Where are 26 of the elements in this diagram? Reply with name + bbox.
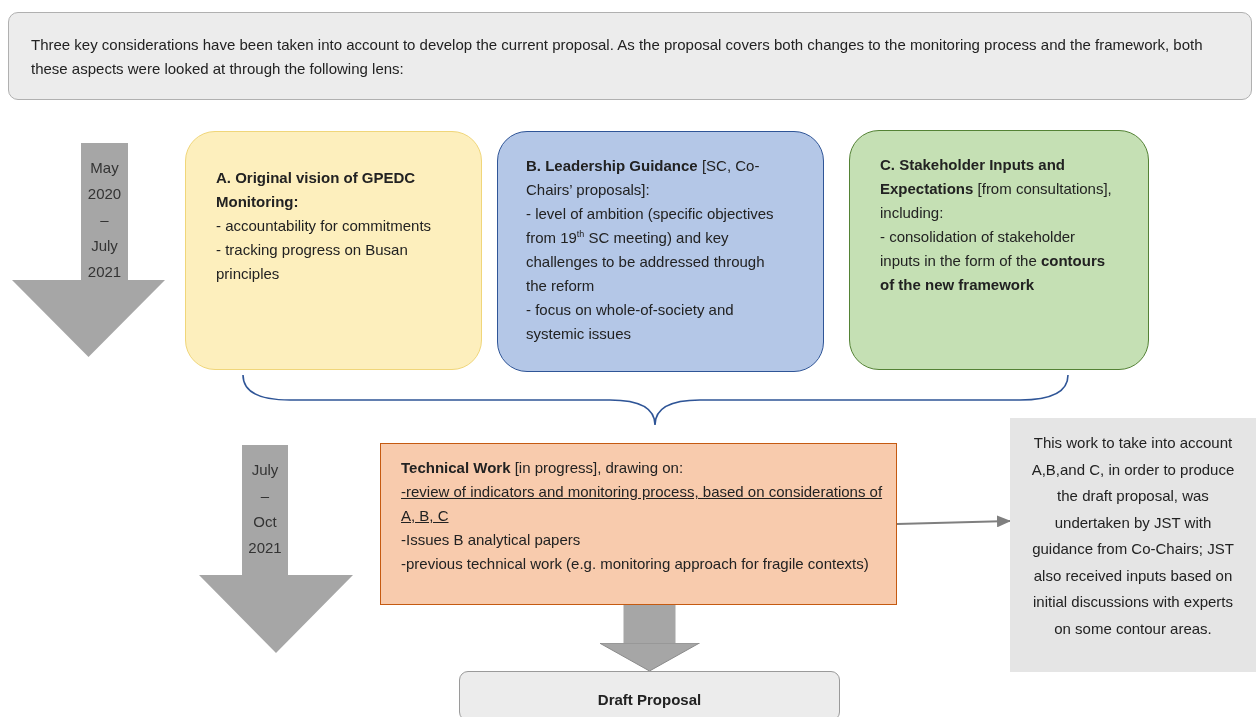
body-text: - level of ambition (specific objectives from 19$^{th}$ SC meeting) and key challenges to be addressed through the reform — [526, 204, 775, 296]
body-text: - accountability for commitments — [216, 216, 433, 236]
block-arrow — [599, 605, 700, 672]
body-text: - focus on whole-of-society and systemic issues — [526, 300, 735, 344]
body-text: - consolidation of stakeholder inputs in the form of the contours of the new framework — [880, 227, 1107, 295]
intro-box — [8, 12, 1252, 100]
period-label: July – Oct 2021 — [248, 460, 282, 558]
body-text: This work to take into account A,B,and C, in order to produce the draft proposal, was undertaken by JST with guidance from Co-Chairs; JST also received inputs based on initial discussions with experts on some contour areas. — [1030, 433, 1236, 639]
heading-text: Technical Work [in progress], drawing on: — [401, 458, 685, 478]
process-box — [380, 443, 897, 605]
body-text: Draft Proposal — [596, 690, 703, 710]
body-text: -previous technical work (e.g. monitoring approach for fragile contexts) — [401, 554, 870, 574]
heading-text: C. Stakeholder Inputs and Expectations [from consultations], including: — [880, 155, 1113, 223]
consideration-box — [185, 131, 482, 370]
result-box — [459, 671, 840, 717]
note-box — [1010, 418, 1256, 672]
consideration-box — [849, 130, 1149, 370]
body-text: - tracking progress on Busan principles — [216, 240, 409, 284]
period-label: May 2020 – July 2021 — [87, 158, 122, 282]
body-text: -review of indicators and monitoring process, based on considerations of A, B, C — [401, 482, 884, 526]
body-text: Three key considerations have been taken into account to develop the current proposal. As the proposal covers both changes to the monitoring process and the framework, both these aspects were looked at through the following lens: — [31, 35, 1204, 79]
heading-text: A. Original vision of GPEDC Monitoring: — [216, 168, 417, 212]
arrow — [896, 515, 1011, 528]
heading-text: B. Leadership Guidance [SC, Co-Chairs’ proposals]: — [526, 156, 761, 200]
consideration-box — [497, 131, 824, 372]
body-text: -Issues B analytical papers — [401, 530, 582, 550]
